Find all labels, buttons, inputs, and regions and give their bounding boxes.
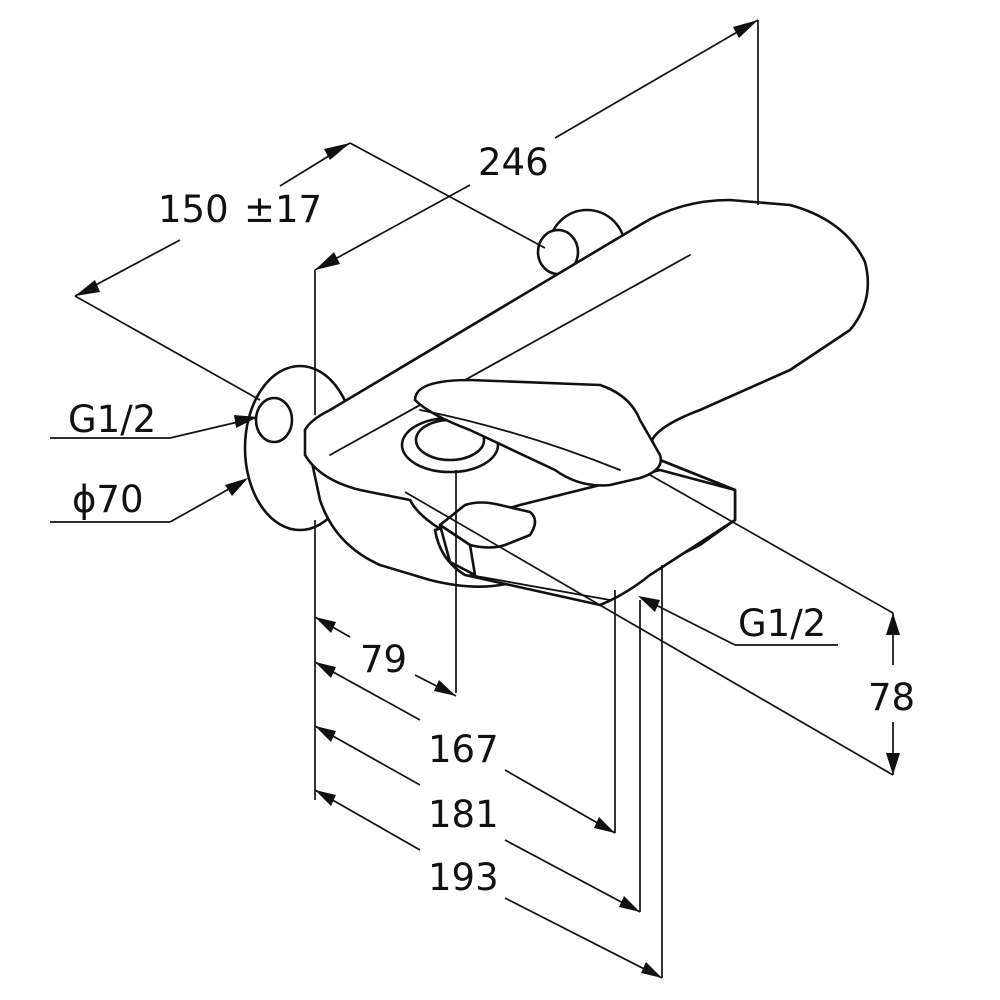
label-g12-right: G1/2 [738, 602, 826, 645]
label-g12-left: G1/2 [68, 398, 156, 441]
spout-edge [469, 574, 611, 601]
diverter-button [438, 501, 537, 577]
dimension-labels: 150 ±17 246 G1/2 ϕ70 G1/2 79 167 181 193… [68, 141, 915, 899]
body-top-line [329, 254, 691, 456]
lever-handle-line [419, 409, 621, 471]
label-diameter-70: ϕ70 [72, 478, 144, 521]
label-167: 167 [428, 728, 499, 771]
lever-handle [413, 378, 663, 487]
label-tolerance: ±17 [244, 188, 322, 231]
label-181: 181 [428, 793, 499, 836]
label-79: 79 [360, 638, 407, 681]
label-246: 246 [478, 141, 549, 184]
label-150: 150 [158, 188, 229, 231]
label-78: 78 [868, 676, 915, 719]
spout-front [433, 468, 737, 607]
faucet-illustration [243, 198, 870, 607]
label-193: 193 [428, 856, 499, 899]
dimension-lines [50, 19, 900, 979]
